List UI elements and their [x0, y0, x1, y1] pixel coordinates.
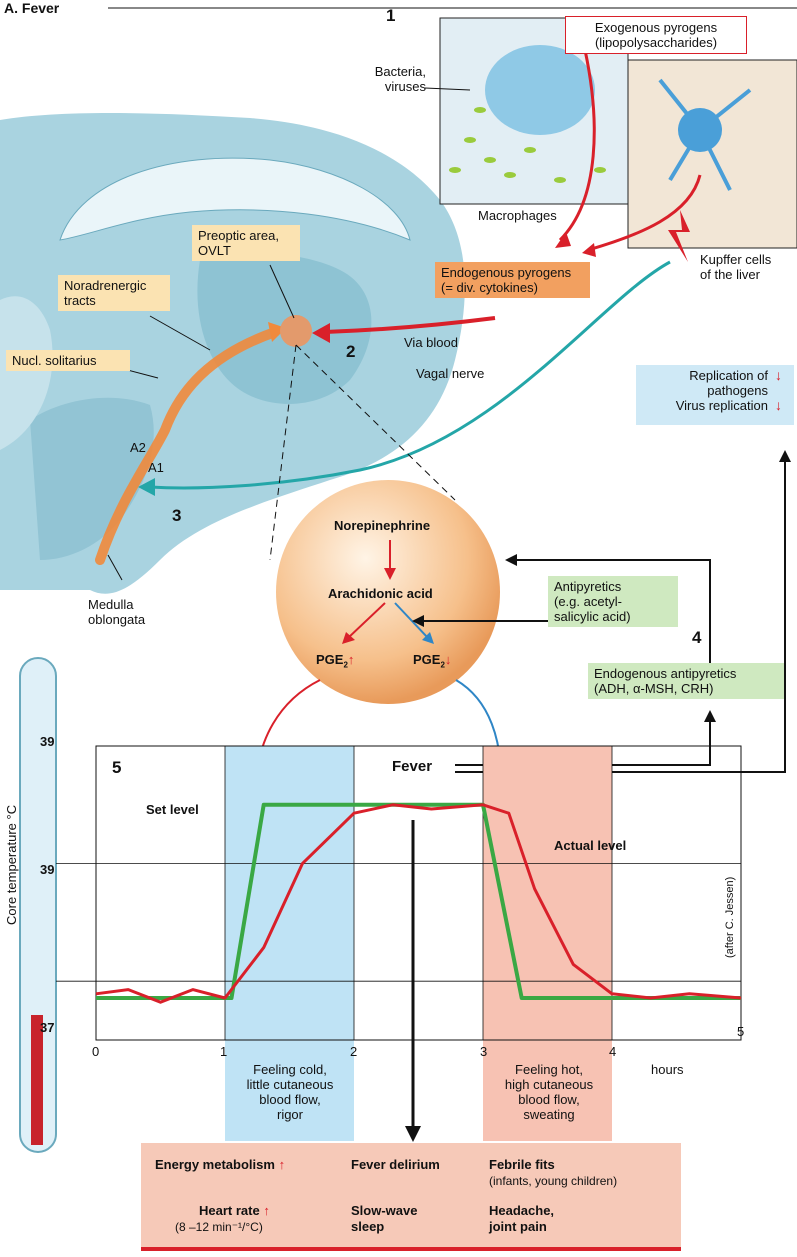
febrile-fits-note: (infants, young children) — [489, 1174, 617, 1188]
vagal-nerve-label: Vagal nerve — [416, 366, 484, 381]
fever-label: Fever — [392, 758, 432, 775]
via-blood-label: Via blood — [404, 335, 458, 350]
step-1: 1 — [386, 6, 395, 26]
y-tick-2: 37 — [40, 1020, 54, 1035]
x-tick-3: 3 — [480, 1044, 487, 1059]
fever-delirium-label: Fever delirium — [351, 1157, 440, 1173]
medulla-label: Medulla oblongata — [88, 597, 145, 627]
up-arrow-icon: ↑ — [279, 1157, 286, 1172]
step-3: 3 — [172, 506, 181, 526]
up-arrow-icon: ↑ — [348, 652, 355, 667]
arrowhead-to-effects — [405, 1126, 421, 1142]
endogenous-antipyretics-box: Endogenous antipyretics (ADH, α-MSH, CRH… — [588, 663, 784, 699]
actual-level-line — [96, 805, 741, 1002]
x-tick-0: 0 — [92, 1044, 99, 1059]
figure-title: A. Fever — [0, 0, 63, 16]
fever-effects-box: Energy metabolism ↑ Heart rate ↑ (8 –12 … — [141, 1143, 681, 1251]
feeling-cold-label: Feeling cold, little cutaneous blood flo… — [226, 1062, 354, 1122]
energy-metabolism-text: Energy metabolism — [155, 1157, 275, 1172]
y-axis-label: Core temperature °C — [4, 805, 19, 925]
replication-box: Replication of pathogens Virus replicati… — [636, 365, 794, 425]
x-tick-4: 4 — [609, 1044, 616, 1059]
a1-label: A1 — [148, 460, 164, 475]
x-tick-1: 1 — [220, 1044, 227, 1059]
up-arrow-icon: ↑ — [263, 1203, 270, 1218]
energy-metabolism-label: Energy metabolism ↑ — [155, 1157, 285, 1173]
y-tick-1: 39 — [40, 862, 54, 877]
set-level-label: Set level — [146, 802, 199, 817]
pge2-down-label: PGE2↓ — [413, 652, 451, 673]
down-arrow-icon: ↓ — [445, 652, 452, 667]
febrile-fits-label: Febrile fits — [489, 1157, 555, 1173]
heart-rate-text: Heart rate — [199, 1203, 260, 1218]
down-arrow-icon: ↓↓ — [775, 368, 782, 413]
x-tick-2: 2 — [350, 1044, 357, 1059]
step-5: 5 — [112, 758, 121, 778]
actual-level-label: Actual level — [554, 838, 626, 853]
pge2-up-text: PGE — [316, 652, 343, 667]
step-4: 4 — [692, 628, 701, 648]
exogenous-pyrogens-label: Exogenous pyrogens (lipopolysaccharides) — [565, 16, 747, 54]
a2-label: A2 — [130, 440, 146, 455]
headache-label: Headache, joint pain — [489, 1203, 554, 1235]
heart-rate-label: Heart rate ↑ — [199, 1203, 270, 1219]
heart-rate-note: (8 –12 min⁻¹/°C) — [175, 1220, 263, 1234]
slow-wave-sleep-label: Slow-wave sleep — [351, 1203, 417, 1235]
x-axis-label: hours — [651, 1062, 684, 1077]
pge2-up-label: PGE2↑ — [316, 652, 354, 673]
x-tick-5: 5 — [737, 1024, 744, 1039]
y-tick-0: 39 — [40, 734, 54, 749]
kupffer-label: Kupffer cells of the liver — [700, 252, 771, 282]
nucl-solitarius-box: Nucl. solitarius — [6, 350, 130, 371]
bacteria-viruses-label: Bacteria, viruses — [356, 64, 426, 94]
set-level-line — [96, 805, 741, 998]
antipyretics-box: Antipyretics (e.g. acetyl- salicylic aci… — [548, 576, 678, 627]
endogenous-pyrogens-box: Endogenous pyrogens (= div. cytokines) — [435, 262, 590, 298]
norepinephrine-label: Norepinephrine — [334, 518, 430, 533]
arachidonic-acid-label: Arachidonic acid — [328, 586, 433, 601]
macrophages-label: Macrophages — [478, 208, 557, 223]
preoptic-area-box: Preoptic area, OVLT — [192, 225, 300, 261]
noradrenergic-box: Noradrenergic tracts — [58, 275, 170, 311]
pge2-down-text: PGE — [413, 652, 440, 667]
step-2: 2 — [346, 342, 355, 362]
source-credit: (after C. Jessen) — [724, 877, 736, 958]
feeling-hot-label: Feeling hot, high cutaneous blood flow, … — [484, 1062, 614, 1122]
